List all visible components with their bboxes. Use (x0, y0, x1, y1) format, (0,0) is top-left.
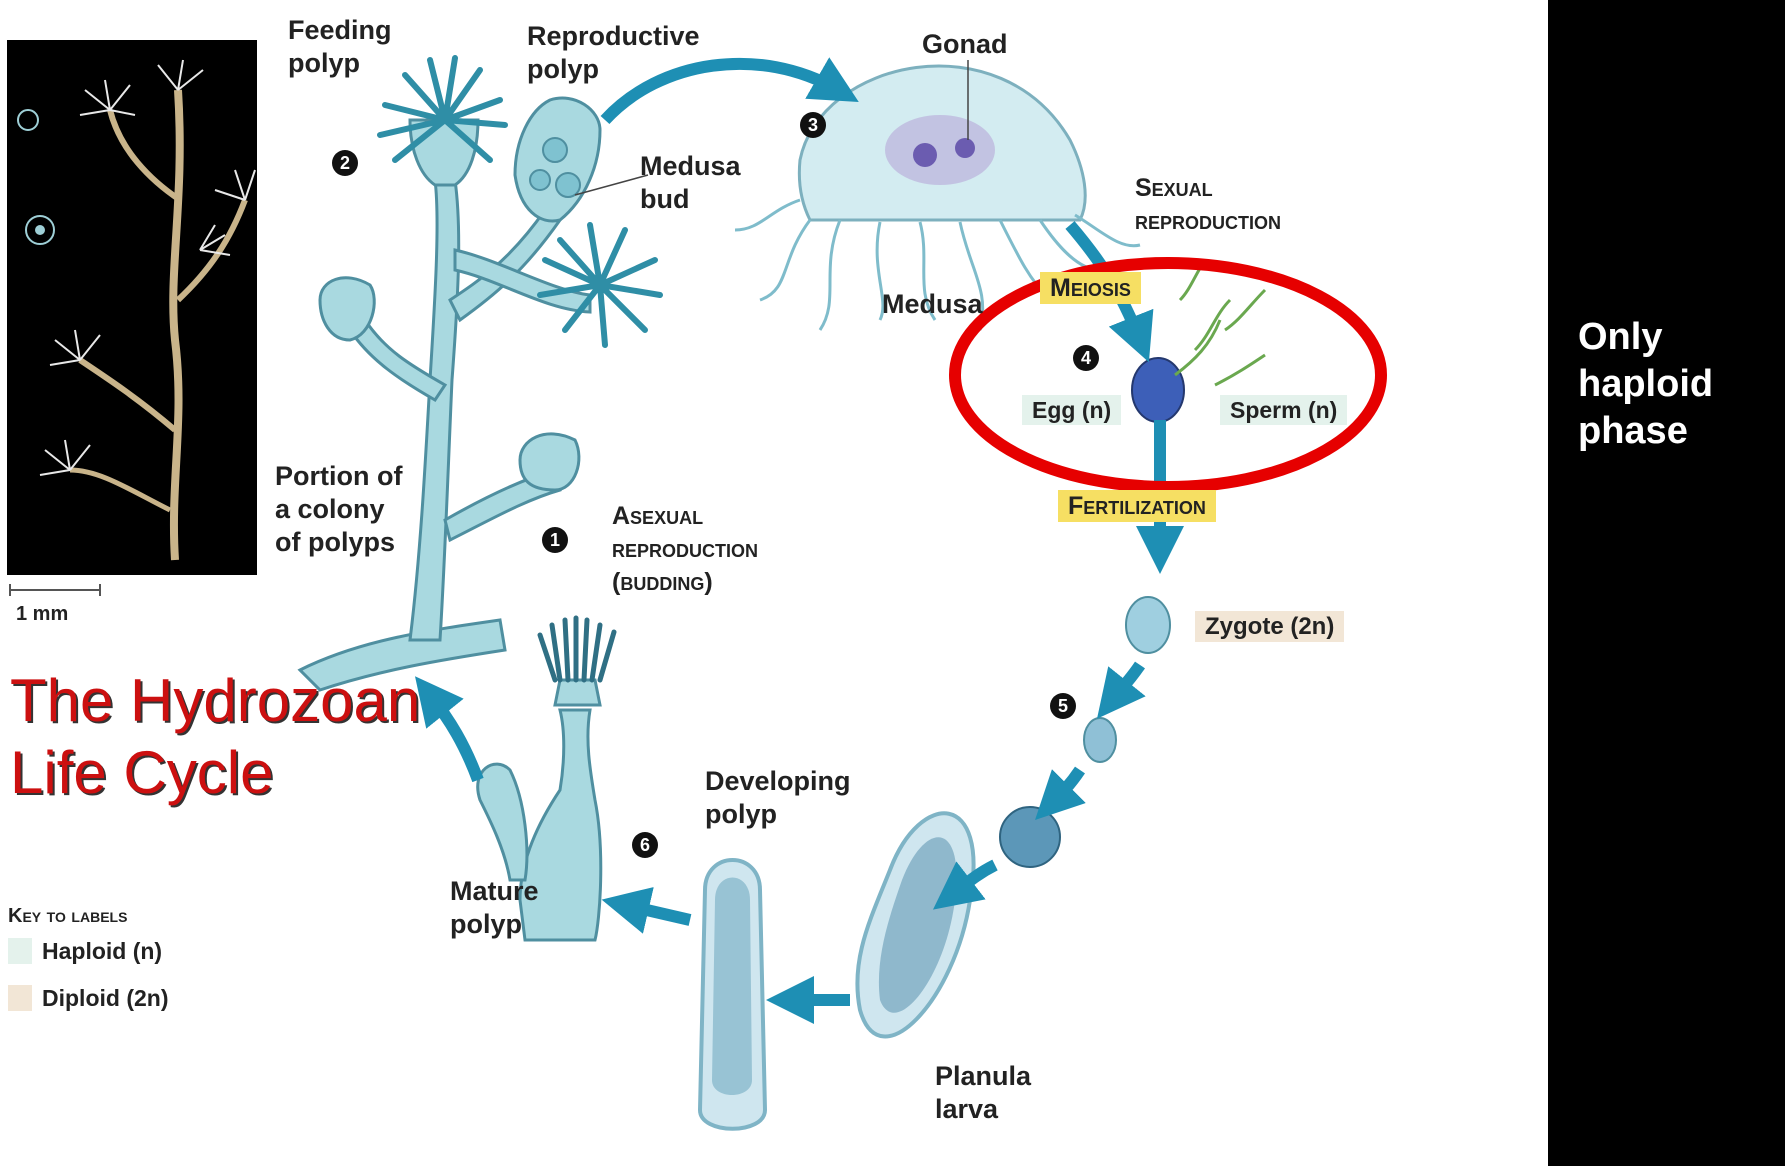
step-3-marker: 3 (800, 112, 826, 138)
diploid-swatch (8, 985, 32, 1011)
mature-polyp-label: Mature polyp (450, 875, 539, 941)
step-5-marker: 5 (1050, 693, 1076, 719)
sexual-reproduction-label: Sexual reproduction (1135, 172, 1281, 238)
developing-polyp-label: Developing polyp (705, 765, 851, 831)
portion-colony-label: Portion of a colony of polyps (275, 460, 402, 559)
medusa-label: Medusa (882, 288, 983, 321)
egg-label: Egg (n) (1022, 394, 1121, 427)
reproductive-polyp-label: Reproductive polyp (527, 20, 700, 86)
haploid-swatch (8, 938, 32, 964)
embryo-blastula (1000, 807, 1060, 867)
step-1-marker: 1 (542, 527, 568, 553)
egg-cell (1132, 358, 1184, 422)
colony-photo (7, 40, 257, 575)
step-4-marker: 4 (1073, 345, 1099, 371)
feeding-polyp-label: Feeding polyp (288, 14, 392, 80)
sperm-label: Sperm (n) (1220, 394, 1347, 427)
sperm-cells (1175, 260, 1265, 385)
medusa-bud-label: Medusa bud (640, 150, 741, 216)
polyp-colony (300, 98, 600, 690)
key-haploid-label: Haploid (n) (42, 935, 162, 968)
developing-polyp (700, 860, 765, 1129)
zygote-label: Zygote (2n) (1195, 610, 1344, 643)
haploid-annotation: Only haploid phase (1578, 314, 1713, 455)
step-2-marker: 2 (332, 150, 358, 176)
planula-larva (857, 813, 973, 1036)
scale-bar-label: 1 mm (16, 598, 68, 631)
meiosis-label: Meiosis (1040, 272, 1141, 305)
step-6-marker: 6 (632, 832, 658, 858)
asexual-reproduction-label: Asexual reproduction (budding) (612, 500, 758, 599)
fertilization-label: Fertilization (1058, 490, 1216, 523)
planula-larva-label: Planula larva (935, 1060, 1031, 1126)
zygote (1126, 597, 1170, 653)
scale-bar (10, 584, 100, 596)
gonad-label: Gonad (922, 28, 1008, 61)
key-diploid-label: Diploid (2n) (42, 982, 168, 1015)
diagram-title: The Hydrozoan Life Cycle (10, 665, 420, 809)
embryo-early (1084, 718, 1116, 762)
key-heading: Key to labels (8, 900, 127, 933)
